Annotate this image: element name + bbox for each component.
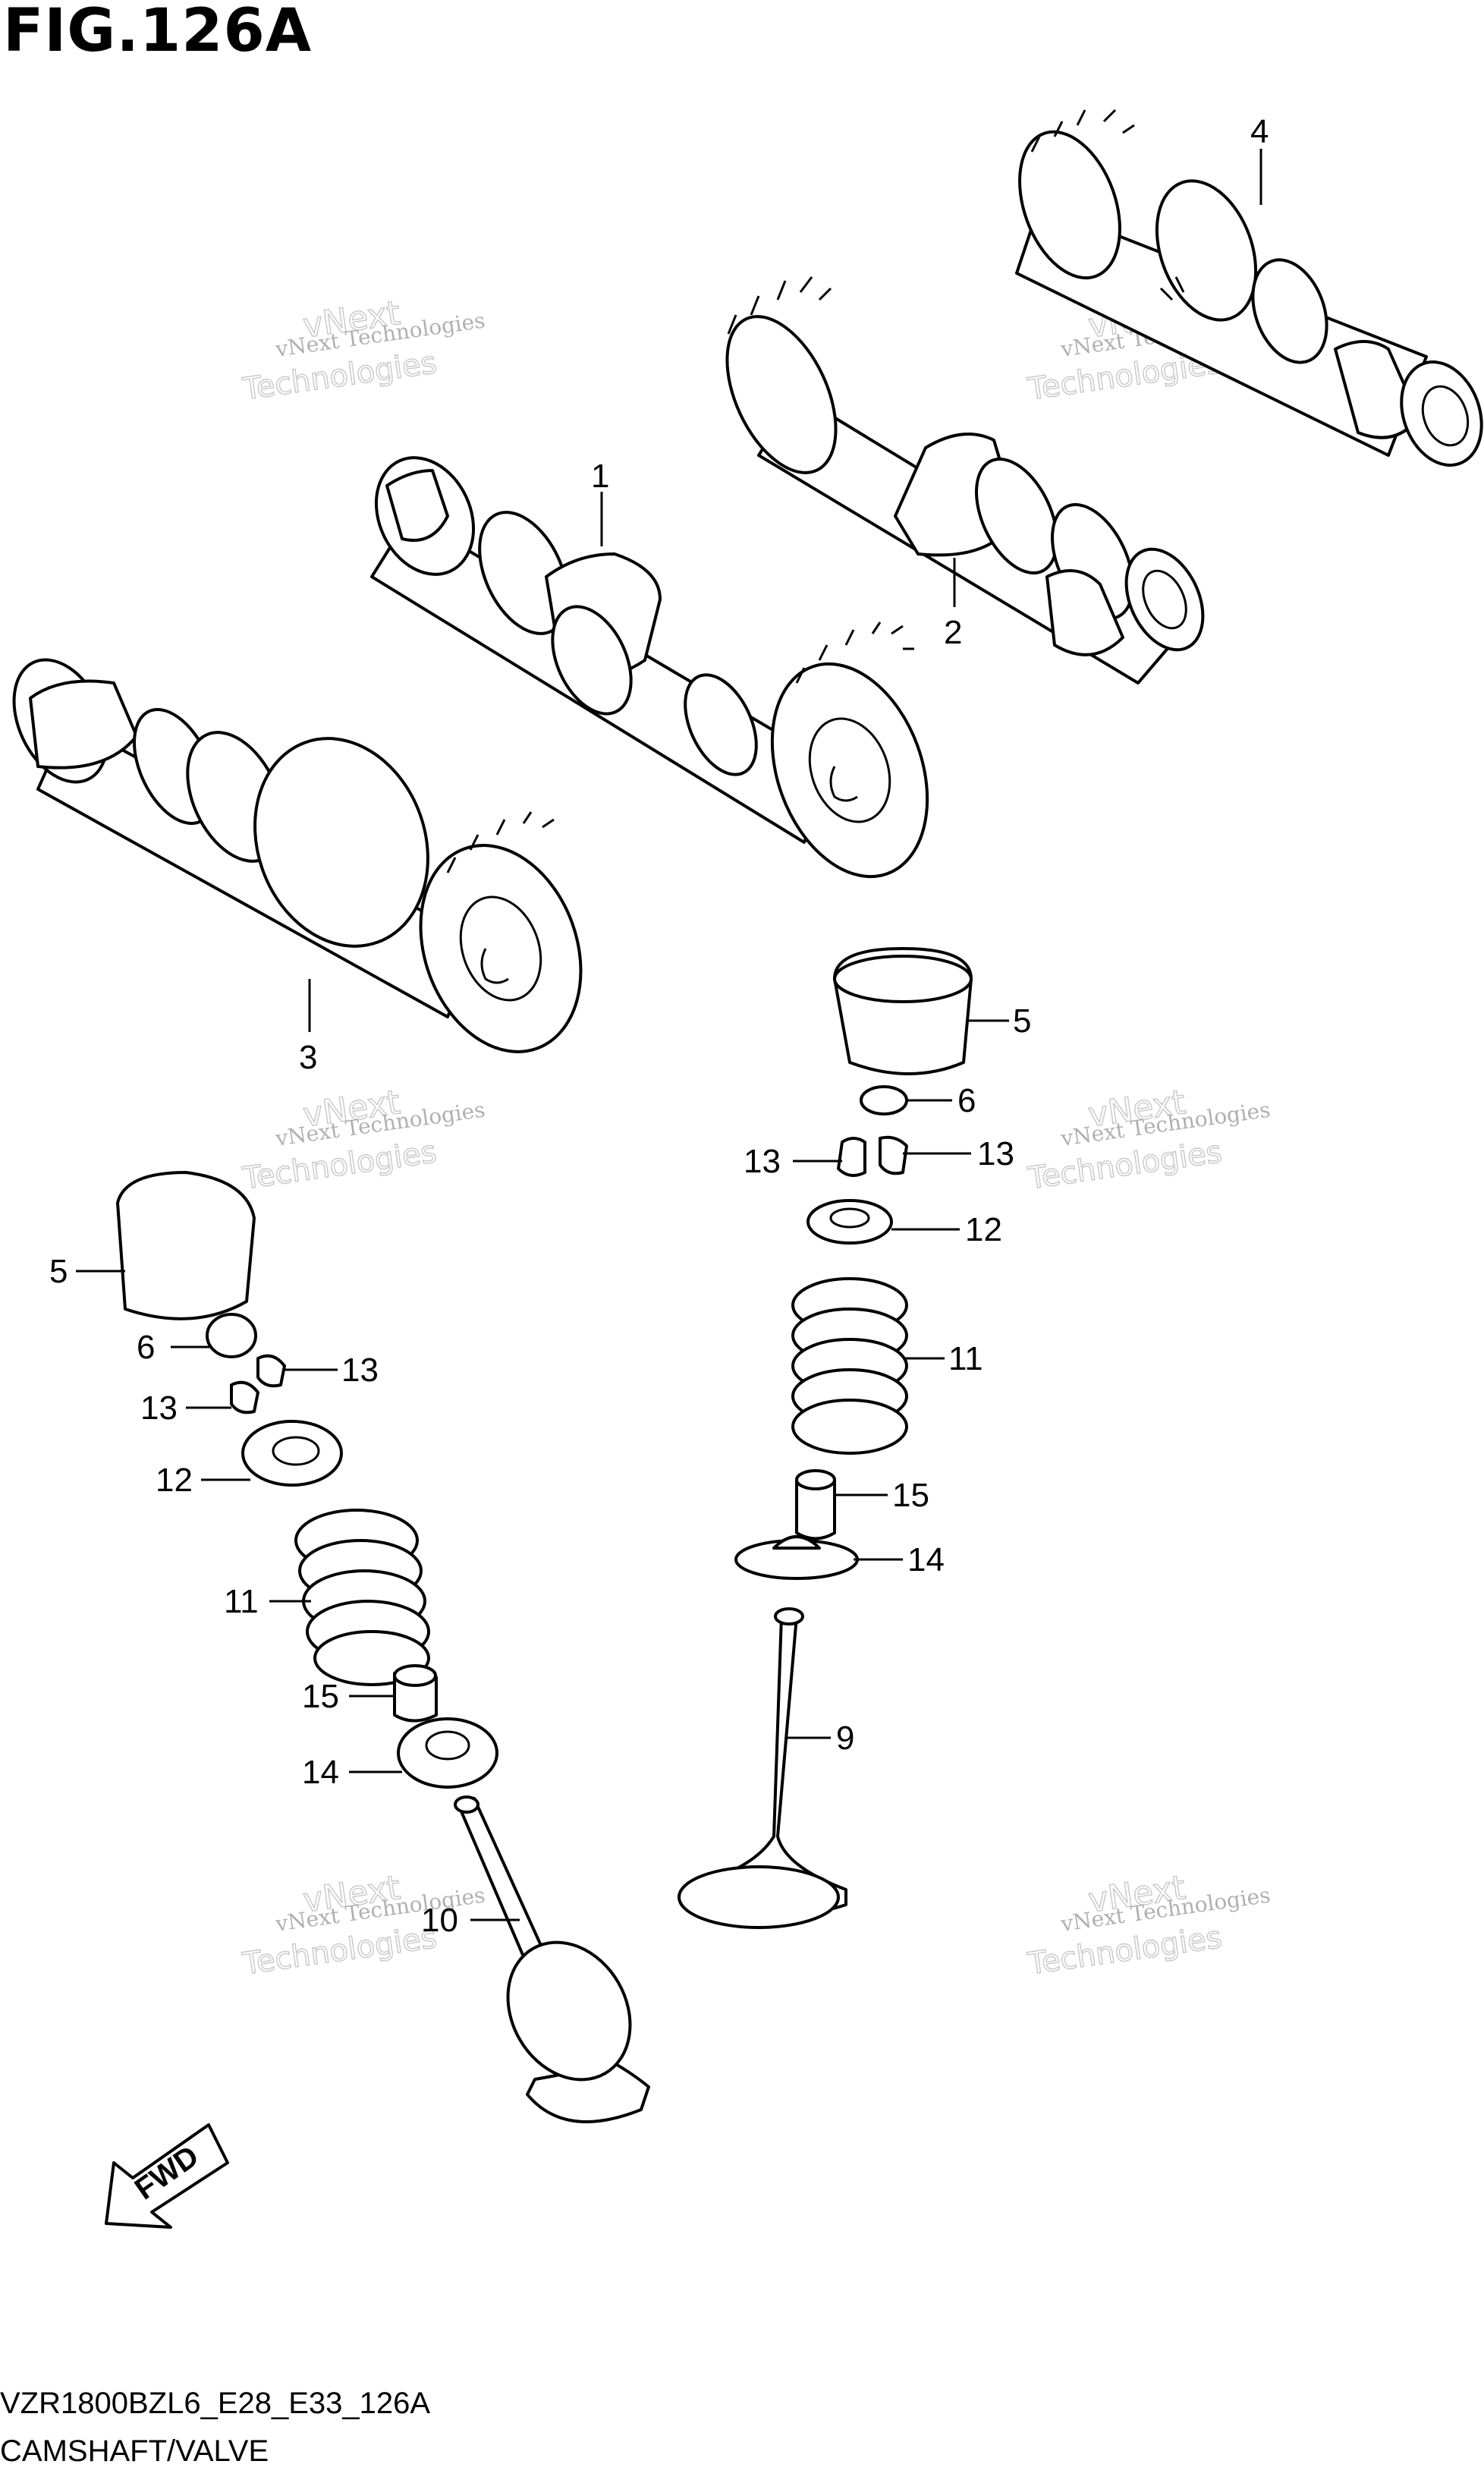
callout-12-left: 12 xyxy=(156,1462,193,1499)
model-code: VZR1800BZL6_E28_E33_126A xyxy=(0,2387,431,2420)
camshaft-1 xyxy=(370,456,929,879)
spring-seat-left xyxy=(397,1717,498,1789)
watermark-mid-left: vNext vNext Technologies Technologies xyxy=(240,1082,487,1197)
spring-seat-right xyxy=(734,1535,859,1580)
retainer-right xyxy=(806,1199,893,1245)
callout-11-left: 11 xyxy=(224,1583,259,1620)
camshaft-2 xyxy=(725,276,1205,684)
valve-right xyxy=(678,1607,847,1929)
shim-left xyxy=(206,1313,257,1358)
callout-4: 4 xyxy=(1250,113,1269,150)
callout-15-left: 15 xyxy=(302,1678,339,1715)
forward-arrow-icon: FWD xyxy=(105,2123,229,2229)
callout-3: 3 xyxy=(299,1039,317,1076)
figure-title: FIG.126A xyxy=(3,0,313,65)
watermark-word: Technologies xyxy=(240,1920,439,1981)
spring-left xyxy=(294,1509,430,1686)
callout-12-right: 12 xyxy=(965,1211,1002,1248)
callout-6-left: 6 xyxy=(137,1329,155,1366)
callout-5-left: 5 xyxy=(49,1253,68,1290)
seal-left xyxy=(393,1664,438,1723)
callout-1: 1 xyxy=(591,458,609,495)
cotter-right xyxy=(837,1135,908,1177)
watermark-mid-right: vNext vNext Technologies Technologies xyxy=(1025,1082,1272,1197)
callout-15-right: 15 xyxy=(892,1477,929,1514)
callout-11-right: 11 xyxy=(948,1340,983,1377)
callout-13-right-a: 13 xyxy=(744,1143,781,1180)
callout-6-right: 6 xyxy=(957,1082,976,1119)
watermark-word: Technologies xyxy=(1025,1920,1224,1981)
section-name: CAMSHAFT/VALVE xyxy=(0,2434,269,2468)
watermark-word: Technologies xyxy=(1025,1135,1224,1196)
callout-2: 2 xyxy=(944,614,962,651)
camshaft-3 xyxy=(12,658,583,1053)
callout-13-left-b: 13 xyxy=(140,1389,178,1427)
seal-right xyxy=(795,1469,836,1540)
shim-right xyxy=(860,1085,908,1116)
watermark-word: Technologies xyxy=(240,1135,439,1196)
valve-left xyxy=(454,1795,650,2123)
tappet-left xyxy=(116,1171,256,1320)
callout-13-left-a: 13 xyxy=(341,1352,379,1389)
spring-right xyxy=(791,1277,908,1455)
callout-14-left: 14 xyxy=(302,1754,339,1791)
tappet-right xyxy=(833,947,973,1075)
callout-14-right: 14 xyxy=(907,1541,945,1578)
watermark-top-left: vNext vNext Technologies Technologies xyxy=(240,293,487,408)
camshaft-4 xyxy=(1015,109,1483,467)
callout-10: 10 xyxy=(421,1902,458,1939)
retainer-left xyxy=(241,1420,343,1487)
callout-13-right-b: 13 xyxy=(977,1135,1014,1172)
callout-9: 9 xyxy=(836,1720,854,1757)
watermark-bottom-right: vNext vNext Technologies Technologies xyxy=(1025,1868,1272,1982)
callout-5-right: 5 xyxy=(1013,1002,1031,1040)
watermark-word: Technologies xyxy=(240,345,439,407)
cotter-left xyxy=(230,1354,286,1415)
